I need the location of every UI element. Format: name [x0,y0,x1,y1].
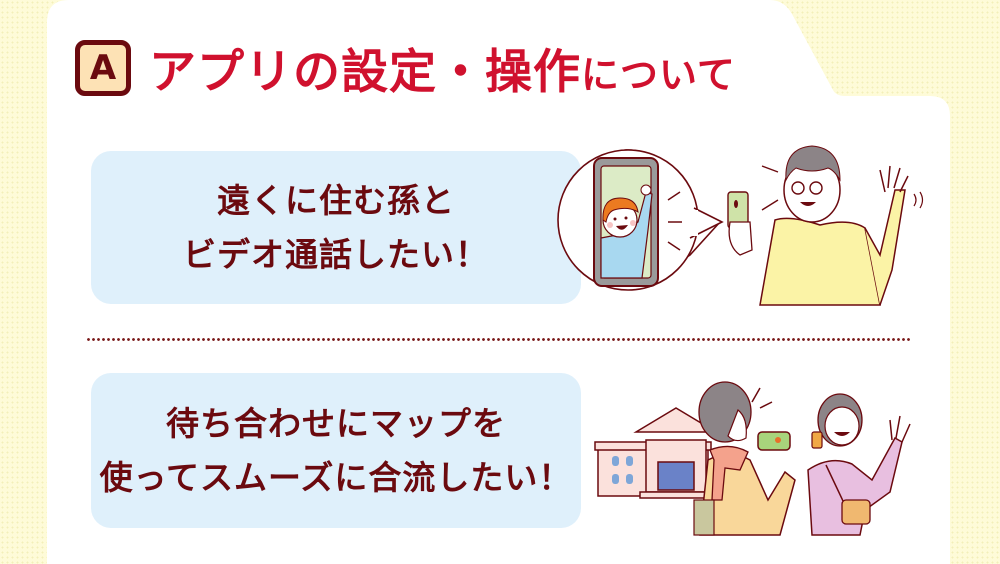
wish-bubble-video-call: 遠くに住む孫と ビデオ通話したい！ [91,151,581,304]
section-title-suffix: について [581,53,736,97]
section-title: アプリの設定・操作について [149,33,736,102]
section-title-main: アプリの設定・操作 [149,45,581,100]
section-badge: A [75,39,131,96]
dotted-divider [86,338,912,341]
wish-text: 待ち合わせにマップを 使ってスムーズに合流したい！ [99,403,573,497]
section-header: A アプリの設定・操作について [75,33,736,102]
wish-bubble-map-meetup: 待ち合わせにマップを 使ってスムーズに合流したい！ [91,373,581,528]
video-call-illustration [557,145,924,306]
wish-text: 遠くに住む孫と ビデオ通話したい！ [183,180,489,274]
meetup-map-illustration [594,381,911,536]
